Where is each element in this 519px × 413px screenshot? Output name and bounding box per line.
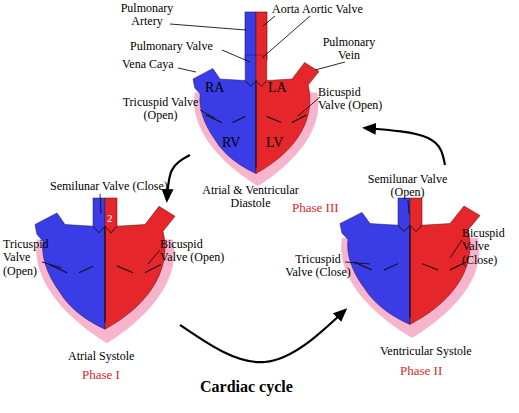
leader-line — [178, 68, 196, 72]
leader-lines — [42, 16, 462, 268]
phase-name: Atrial & Ventricular Diastole — [198, 184, 303, 211]
part-label: Bicuspid Valve (Open) — [160, 238, 230, 265]
part-label: Tricuspid Valve (Open) — [3, 238, 55, 278]
part-label: Bicuspid Valve (Close) — [462, 227, 514, 267]
cycle-arrow — [167, 155, 190, 200]
part-label: Tricuspid Valve (Open) — [118, 96, 203, 123]
leader-line — [100, 194, 101, 214]
phase-group: Atrial SystolePhase I — [30, 200, 180, 380]
part-label: RV — [222, 135, 240, 151]
leader-line — [42, 262, 62, 268]
pulmonary-artery-vessel — [245, 12, 256, 60]
part-label: Aortic Valve — [302, 3, 363, 16]
heart-phase-three — [193, 55, 319, 186]
leader-line — [148, 250, 160, 264]
leader-line — [200, 110, 215, 118]
part-label: Pulmonary Vein — [318, 36, 380, 63]
part-label: LA — [268, 80, 287, 96]
phase-name: Atrial Systole — [68, 350, 134, 363]
diagram-caption: Cardiac cycle — [200, 378, 293, 396]
part-label: Pulmonary Valve — [130, 40, 213, 53]
part-label: Aorta — [272, 3, 299, 16]
leader-line — [170, 24, 246, 30]
heart-phase-two — [340, 198, 480, 338]
part-label: RA — [205, 80, 224, 96]
part-label: Semilunar Valve (Close) — [50, 180, 168, 193]
leader-line — [450, 240, 462, 258]
part-label: Bicuspid Valve (Open) — [318, 86, 388, 113]
phase-number: Phase I — [82, 368, 120, 383]
part-label: Pulmonary Artery — [116, 2, 178, 29]
part-label: Vena Caya — [122, 58, 174, 71]
part-label: Semilunar Valve (Open) — [360, 173, 455, 200]
aorta-vessel — [256, 12, 267, 60]
heart-phase-one — [35, 198, 175, 343]
phase-name: Ventricular Systole — [380, 345, 472, 358]
leader-line — [222, 50, 250, 62]
part-label: LV — [266, 135, 283, 151]
part-label: Tricuspid Valve (Close) — [282, 253, 354, 280]
leader-line — [408, 200, 409, 214]
leader-line — [315, 62, 345, 70]
cycle-arrow — [180, 310, 345, 362]
leader-line — [298, 97, 320, 116]
part-label: 2 — [107, 212, 113, 224]
leader-line — [345, 262, 370, 264]
phase-number: Phase II — [400, 364, 442, 379]
leader-line — [263, 16, 275, 26]
phase-number: Phase III — [292, 201, 339, 216]
leader-line — [262, 16, 310, 58]
cycle-arrow — [365, 128, 445, 165]
